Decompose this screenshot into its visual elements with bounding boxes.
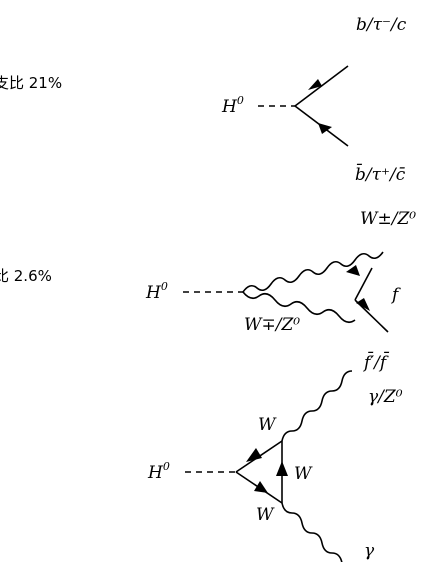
fermion-arrow-top — [308, 79, 322, 90]
diagram-w-loop: H0 W W W γ/Z⁰ γ — [147, 370, 403, 562]
fermion-arrow-fbar — [356, 298, 370, 311]
w-upper-label: W±/Z⁰ — [360, 209, 416, 229]
w-loop-arrow-lower — [254, 481, 268, 493]
gamma-label: γ — [364, 541, 375, 561]
w-loop-arrow-right — [276, 461, 288, 476]
w-loop-arrow-upper — [246, 448, 262, 462]
fermion-arrow-f — [346, 265, 360, 276]
w-lower-label: W∓/Z⁰ — [244, 315, 300, 335]
fermion-line-f — [354, 267, 373, 301]
w-label-lower: W — [256, 505, 275, 525]
f-label: f — [390, 285, 401, 305]
w-boson-upper-line — [242, 251, 384, 293]
fermion-arrow-bottom — [318, 123, 332, 134]
higgs-label-1: H0 — [221, 94, 244, 117]
higgs-label-3: H0 — [147, 460, 170, 483]
top-product-label: b/τ⁻/c — [356, 15, 407, 35]
bottom-product-label: b̄/τ⁺/c̄ — [355, 162, 406, 185]
fbar-label: f̄′/f̄ — [362, 350, 389, 373]
photon-z-line — [281, 370, 353, 442]
w-boson-lower-line — [242, 291, 356, 324]
branching-ratio-text-2: 比 2.6% — [0, 267, 52, 285]
gamma-z-label: γ/Z⁰ — [368, 387, 403, 407]
diagram-boson-decay: 比 2.6% H0 W±/Z⁰ W∓/Z⁰ f f̄′/f̄ — [0, 209, 416, 373]
w-label-right: W — [294, 464, 313, 484]
w-label-upper: W — [258, 415, 277, 435]
branching-ratio-text-1: 支比 21% — [0, 74, 62, 92]
higgs-label-2: H0 — [145, 280, 168, 303]
diagram-fermion-decay: 支比 21% H0 b/τ⁻/c b̄/τ⁺/c̄ — [0, 15, 407, 185]
photon-line — [281, 502, 343, 562]
